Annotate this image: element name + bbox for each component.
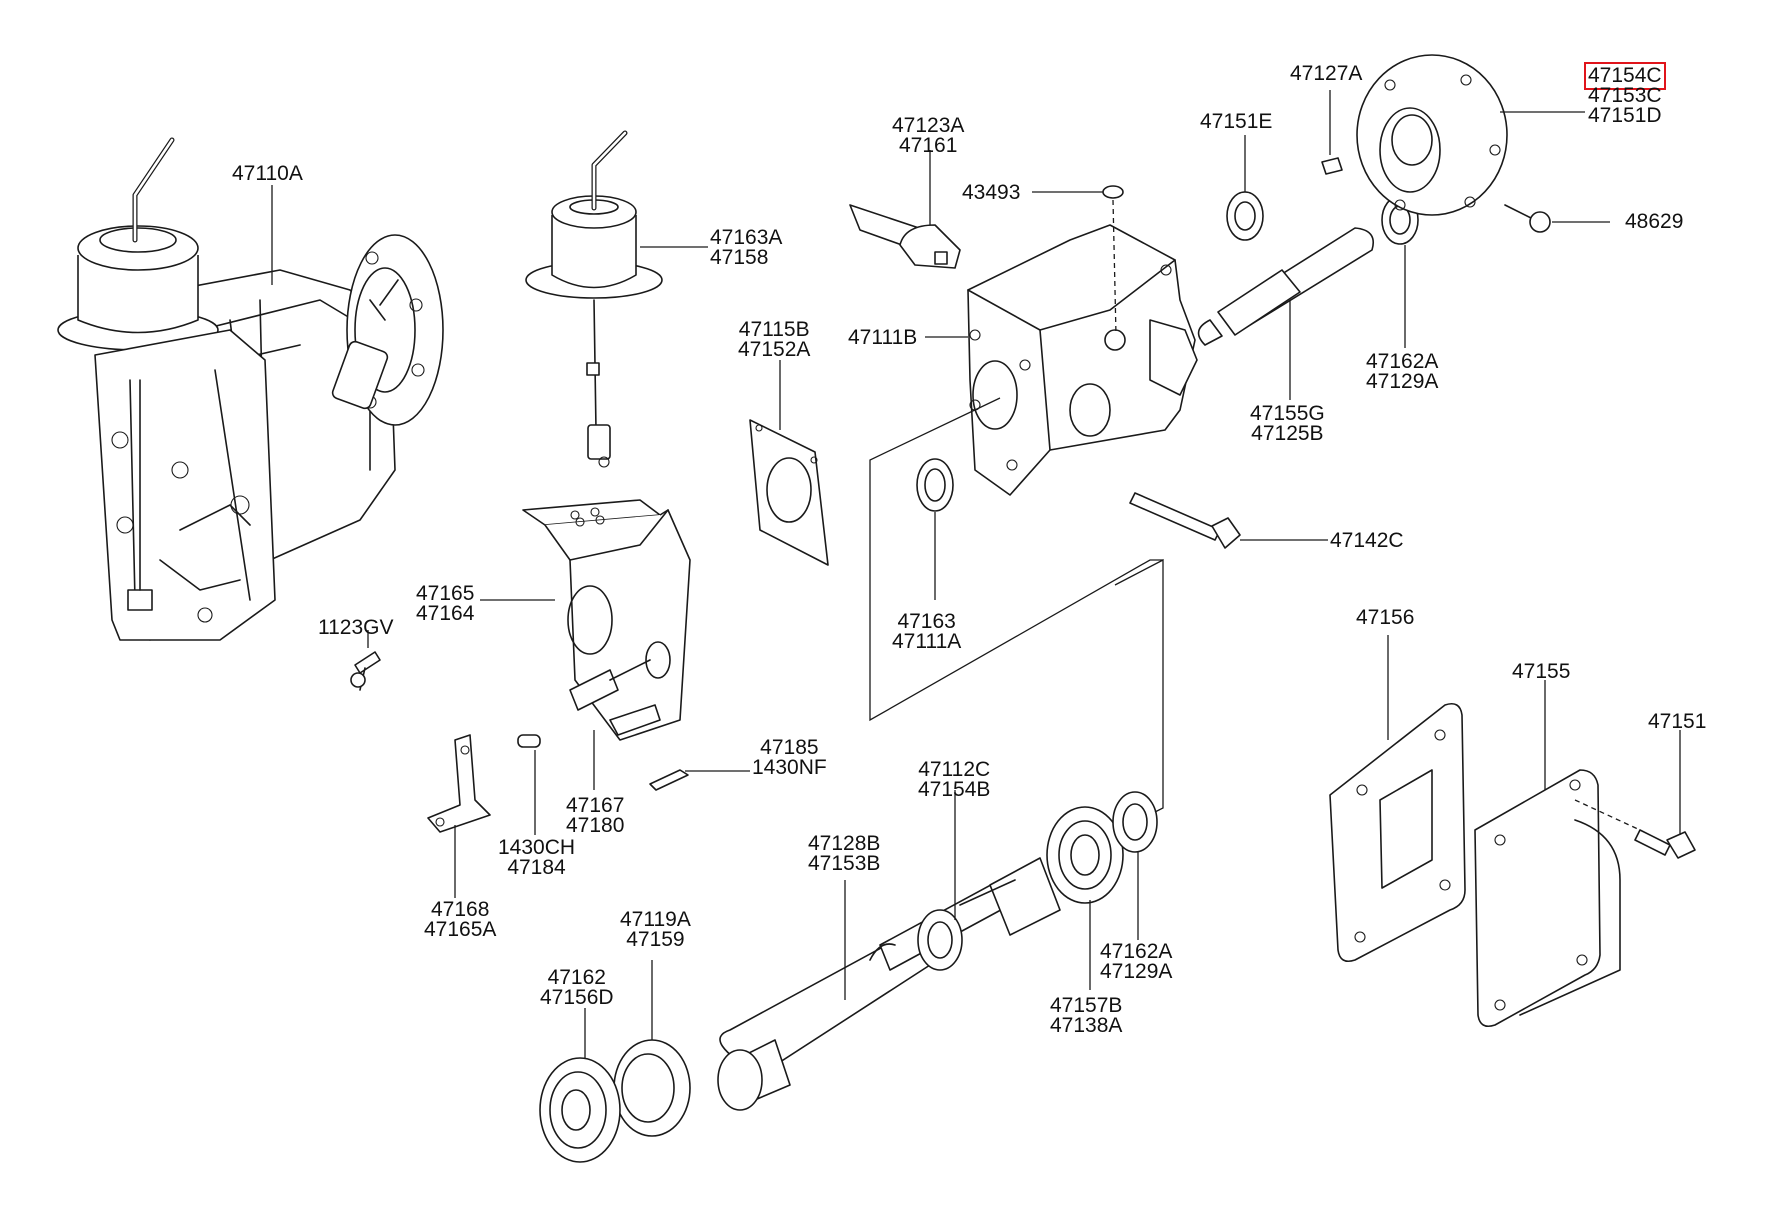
flange-47154C[interactable] <box>1356 54 1508 216</box>
label-47162[interactable]: 47162 47156D <box>540 966 614 1009</box>
label-47127A[interactable]: 47127A <box>1290 62 1363 85</box>
label-47185[interactable]: 47185 1430NF <box>752 736 827 779</box>
label-47165[interactable]: 47165 47164 <box>416 582 475 625</box>
label-47153C[interactable]: 47153C 47151D <box>1588 84 1662 127</box>
washer-43493[interactable] <box>1102 185 1124 199</box>
bearing-47162[interactable] <box>539 1057 621 1163</box>
dash-47151 <box>1574 799 1641 831</box>
label-47151[interactable]: 47151 <box>1648 710 1707 733</box>
bearing-47157B[interactable] <box>1046 806 1124 904</box>
label-47142C[interactable]: 47142C <box>1330 529 1404 552</box>
pin-1430CH[interactable] <box>517 734 541 748</box>
seal-47162A-bottom[interactable] <box>1112 791 1158 853</box>
label-47151E[interactable]: 47151E <box>1200 110 1273 133</box>
label-43493[interactable]: 43493 <box>962 181 1021 204</box>
screw-1123GV[interactable] <box>350 651 381 691</box>
label-1123GV[interactable]: 1123GV <box>318 616 394 639</box>
gear-47119A[interactable] <box>613 1039 791 1137</box>
label-47167[interactable]: 47167 47180 <box>566 794 625 837</box>
housing-47111B[interactable] <box>967 224 1198 496</box>
gasket-47156[interactable] <box>1329 702 1466 963</box>
label-47110A[interactable]: 47110A <box>232 162 303 185</box>
bolt-47142C[interactable] <box>1129 492 1241 549</box>
label-47155G[interactable]: 47155G 47125B <box>1250 402 1325 445</box>
label-47119A[interactable]: 47119A 47159 <box>620 908 691 951</box>
bolt-48629[interactable] <box>1504 204 1551 233</box>
label-47163A[interactable]: 47163A 47158 <box>710 226 783 269</box>
label-47112C[interactable]: 47112C 47154B <box>918 758 991 801</box>
shaft-47155G[interactable] <box>1197 227 1374 346</box>
gasket-47115B[interactable] <box>749 419 829 566</box>
lever-47123A[interactable] <box>849 204 961 269</box>
label-47123A[interactable]: 47123A 47161 <box>892 114 965 157</box>
seal-47151E[interactable] <box>1226 191 1264 241</box>
actuator-assembly-47110A[interactable] <box>57 137 444 641</box>
seal-47163[interactable] <box>916 458 954 512</box>
leader-housing-box-a <box>869 397 1163 722</box>
leader-housing-box-b <box>1114 558 1164 813</box>
cotter-pin-47185[interactable] <box>649 769 689 791</box>
gear-47112C[interactable] <box>917 857 1061 971</box>
bracket-47165[interactable] <box>522 499 691 741</box>
cover-47155[interactable] <box>1474 769 1621 1028</box>
label-47128B[interactable]: 47128B 47153B <box>808 832 881 875</box>
label-47162A-bottom[interactable]: 47162A 47129A <box>1100 940 1173 983</box>
bracket-47168[interactable] <box>427 734 491 833</box>
label-47155[interactable]: 47155 <box>1512 660 1571 683</box>
label-47163[interactable]: 47163 47111A <box>892 610 962 653</box>
label-48629[interactable]: 48629 <box>1625 210 1684 233</box>
label-47156[interactable]: 47156 <box>1356 606 1415 629</box>
bolt-47151[interactable] <box>1634 829 1696 859</box>
label-47154C-selected[interactable]: 47154C <box>1584 62 1666 90</box>
label-47157B[interactable]: 47157B 47138A <box>1050 994 1123 1037</box>
label-47115B[interactable]: 47115B 47152A <box>738 318 811 361</box>
label-47168[interactable]: 47168 47165A <box>424 898 497 941</box>
dash-43493 <box>1112 199 1117 336</box>
label-47111B[interactable]: 47111B <box>848 326 918 349</box>
key-47127A[interactable] <box>1321 157 1343 175</box>
vacuum-pod-47163A[interactable] <box>525 130 663 468</box>
label-47162A-top[interactable]: 47162A 47129A <box>1366 350 1439 393</box>
label-1430CH[interactable]: 1430CH 47184 <box>498 836 576 879</box>
